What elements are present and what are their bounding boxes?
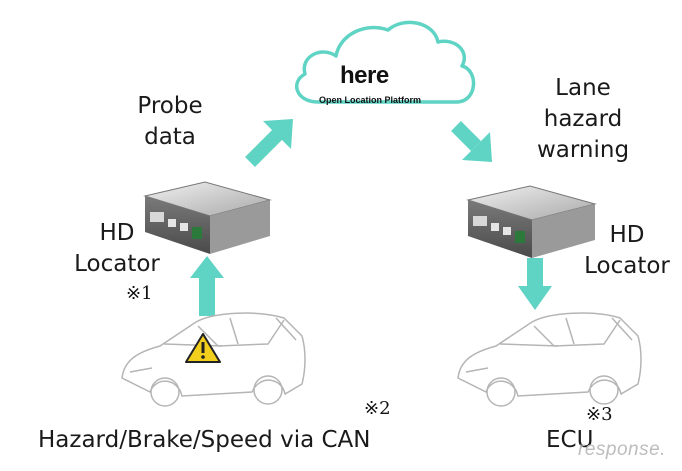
hd-locator-line: HD bbox=[572, 220, 682, 251]
warning-label-line: warning bbox=[528, 135, 638, 166]
arrow-locator-to-ecu bbox=[518, 258, 552, 310]
hd-locator-line: Locator bbox=[62, 249, 172, 280]
probe-data-line: data bbox=[115, 122, 225, 153]
warning-label-line: hazard bbox=[528, 104, 638, 135]
hd-locator-line: HD bbox=[62, 218, 172, 249]
car-icon-right bbox=[458, 313, 641, 406]
cloud-subtitle: Open Location Platform bbox=[300, 95, 440, 105]
note-1: ※1 bbox=[126, 283, 153, 304]
arrow-probe-to-cloud bbox=[250, 119, 293, 162]
watermark: response. bbox=[578, 439, 666, 461]
probe-data-label: Probe data bbox=[115, 91, 225, 153]
warning-icon bbox=[186, 334, 220, 362]
note-2: ※2 bbox=[364, 398, 391, 419]
lane-hazard-warning-label: Lane hazard warning bbox=[528, 73, 638, 166]
hd-locator-left-label: HD Locator bbox=[62, 218, 172, 280]
note-3: ※3 bbox=[586, 404, 613, 425]
arrow-car-to-locator bbox=[190, 256, 224, 316]
can-label: Hazard/Brake/Speed via CAN bbox=[38, 425, 371, 456]
here-logo: here bbox=[340, 62, 389, 90]
hd-locator-line: Locator bbox=[572, 251, 682, 282]
hd-locator-right-label: HD Locator bbox=[572, 220, 682, 282]
warning-label-line: Lane bbox=[528, 73, 638, 104]
probe-data-line: Probe bbox=[115, 91, 225, 122]
arrow-cloud-to-warning bbox=[456, 126, 492, 162]
